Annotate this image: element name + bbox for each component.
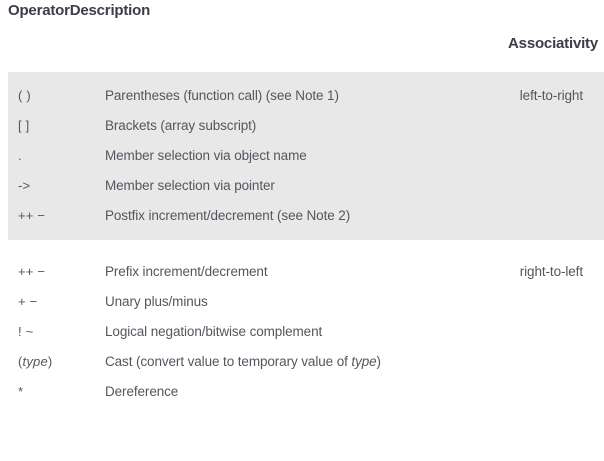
row-group: ++ − Prefix increment/decrement right-to-l…	[0, 248, 604, 416]
cell-description: Parentheses (function call) (see Note 1)	[105, 88, 339, 103]
cell-description: Cast (convert value to temporary value o…	[105, 354, 381, 369]
cell-operator: ++ −	[18, 208, 46, 223]
table-row: ++ − Prefix increment/decrement right-to-l…	[0, 257, 604, 287]
header-operator-description: OperatorDescription	[8, 2, 150, 19]
cell-operator: ++ −	[18, 264, 46, 279]
cell-operator: ( )	[18, 88, 31, 103]
table-row: (type) Cast (convert value to temporary v…	[0, 347, 604, 377]
cell-associativity: right-to-left	[519, 264, 583, 279]
table-row: ! ~ Logical negation/bitwise complement	[0, 317, 604, 347]
cell-operator: + −	[18, 294, 38, 309]
row-group: ( ) Parentheses (function call) (see Note…	[8, 72, 604, 240]
table-row: [ ] Brackets (array subscript)	[8, 111, 604, 141]
table-row: * Dereference	[0, 377, 604, 407]
cell-description: Member selection via object name	[105, 148, 307, 163]
description-italic-token: type	[351, 354, 377, 369]
cell-operator: [ ]	[18, 118, 30, 133]
table-header: OperatorDescription Associativity	[0, 0, 604, 72]
column-header-description: Description	[69, 2, 151, 19]
cell-associativity: left-to-right	[519, 88, 583, 103]
row-group-gap	[0, 240, 604, 248]
table-row: ++ − Postfix increment/decrement (see Not…	[8, 201, 604, 231]
cell-operator: .	[18, 148, 22, 163]
column-header-operator: Operator	[8, 2, 70, 19]
table-row: + − Unary plus/minus	[0, 287, 604, 317]
operator-italic-token: type	[22, 354, 48, 369]
operator-precedence-table: ( ) Parentheses (function call) (see Note…	[0, 72, 604, 416]
column-header-associativity: Associativity	[508, 35, 598, 52]
cell-description: Dereference	[105, 384, 179, 399]
cell-description: Unary plus/minus	[105, 294, 208, 309]
cell-operator: (type)	[18, 354, 53, 369]
cell-description: Member selection via pointer	[105, 178, 275, 193]
table-row: ( ) Parentheses (function call) (see Note…	[8, 81, 604, 111]
cell-description: Brackets (array subscript)	[105, 118, 257, 133]
table-row: -> Member selection via pointer	[8, 171, 604, 201]
cell-operator: ! ~	[18, 324, 34, 339]
cell-description: Postfix increment/decrement (see Note 2)	[105, 208, 351, 223]
cell-operator: *	[18, 384, 24, 399]
table-row: . Member selection via object name	[8, 141, 604, 171]
cell-operator: ->	[18, 178, 31, 193]
cell-description: Prefix increment/decrement	[105, 264, 268, 279]
cell-description: Logical negation/bitwise complement	[105, 324, 323, 339]
